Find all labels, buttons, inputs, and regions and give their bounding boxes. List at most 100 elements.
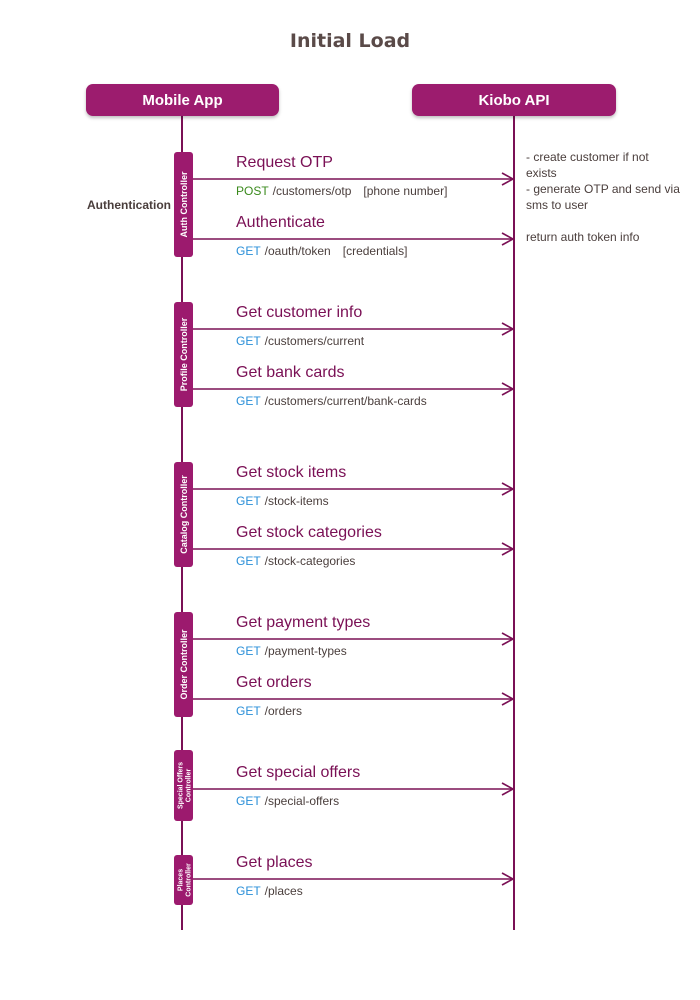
arrowhead-icon xyxy=(501,232,515,246)
client-actor-label: Mobile App xyxy=(142,92,222,109)
endpoint-path: /oauth/token xyxy=(265,244,331,258)
message-endpoint: GET/orders xyxy=(236,704,302,718)
notes-group: - create customer if not exists - generate… xyxy=(526,150,680,244)
controller-bar xyxy=(174,302,193,407)
controller-0: Auth Controller xyxy=(174,152,193,257)
message-0: Request OTP POST/customers/otp [phone numb… xyxy=(193,154,515,198)
message-label: Get orders xyxy=(236,674,312,691)
endpoint-path: /customers/current/bank-cards xyxy=(265,394,427,408)
controller-label-line: Special Offers xyxy=(177,762,184,809)
http-method: GET xyxy=(236,334,261,348)
http-method: GET xyxy=(236,644,261,658)
message-endpoint: GET/stock-categories xyxy=(236,554,355,568)
arrowhead-icon xyxy=(501,172,515,186)
endpoint-path: /special-offers xyxy=(265,794,339,808)
server-actor-label: Kiobo API xyxy=(478,92,549,109)
arrowhead-icon xyxy=(501,482,515,496)
http-method: GET xyxy=(236,884,261,898)
endpoint-path: /stock-items xyxy=(265,494,329,508)
message-label: Authenticate xyxy=(236,214,325,231)
message-label: Get stock items xyxy=(236,464,346,481)
arrowhead-icon xyxy=(501,632,515,646)
endpoint-path: /customers/current xyxy=(265,334,365,348)
message-endpoint: GET/customers/current xyxy=(236,334,365,348)
arrowhead-icon xyxy=(501,382,515,396)
controller-label-line: Auth Controller xyxy=(179,171,189,237)
message-3: Get bank cardsGET/customers/current/bank… xyxy=(193,364,515,408)
controller-bar xyxy=(174,855,193,905)
http-method: POST xyxy=(236,184,269,198)
http-method: GET xyxy=(236,554,261,568)
controller-2: Catalog Controller xyxy=(174,462,193,567)
server-note: - create customer if not exists - generate… xyxy=(526,150,680,212)
controller-label-line: Controller xyxy=(185,863,192,897)
page-title: Initial Load xyxy=(290,30,410,52)
message-endpoint: GET/stock-items xyxy=(236,494,329,508)
message-label: Get customer info xyxy=(236,304,362,321)
message-label: Get stock categories xyxy=(236,524,382,541)
message-endpoint: GET/customers/current/bank-cards xyxy=(236,394,427,408)
endpoint-params: [phone number] xyxy=(363,184,447,198)
controller-label: PlacesController xyxy=(177,863,192,897)
endpoint-path: /orders xyxy=(265,704,302,718)
message-endpoint: GET/places xyxy=(236,884,303,898)
controller-bar xyxy=(174,152,193,257)
controller-label-line: Controller xyxy=(185,769,192,803)
client-actor: Mobile App xyxy=(86,84,279,116)
http-method: GET xyxy=(236,244,261,258)
endpoint-path: /places xyxy=(265,884,303,898)
server-actor: Kiobo API xyxy=(412,84,616,116)
server-note: return auth token info xyxy=(526,230,640,244)
controller-bar xyxy=(174,462,193,567)
controller-label: Auth Controller xyxy=(179,171,189,237)
messages-group: Request OTP POST/customers/otp [phone numb… xyxy=(193,154,515,898)
server-note-line: exists xyxy=(526,166,557,180)
message-label: Get special offers xyxy=(236,764,360,781)
controller-label: Order Controller xyxy=(179,629,189,700)
controller-1: Profile Controller xyxy=(174,302,193,407)
server-note-line: sms to user xyxy=(526,198,588,212)
controller-label: Special OffersController xyxy=(177,762,192,809)
controller-4: Special OffersController xyxy=(174,750,193,821)
server-note-line: return auth token info xyxy=(526,230,640,244)
server-note-line: - generate OTP and send via xyxy=(526,182,680,196)
controller-label-line: Order Controller xyxy=(179,629,189,700)
endpoint-path: /stock-categories xyxy=(265,554,356,568)
message-endpoint: POST/customers/otp [phone number] xyxy=(236,184,447,198)
controller-bar xyxy=(174,750,193,821)
controller-label-line: Catalog Controller xyxy=(179,475,189,554)
message-endpoint: GET/payment-types xyxy=(236,644,347,658)
http-method: GET xyxy=(236,394,261,408)
endpoint-params: [credentials] xyxy=(343,244,408,258)
message-label: Request OTP xyxy=(236,154,333,171)
controller-label: Catalog Controller xyxy=(179,475,189,554)
arrowhead-icon xyxy=(501,542,515,556)
controller-label-line: Places xyxy=(177,869,184,891)
message-label: Get places xyxy=(236,854,312,871)
message-endpoint: GET/special-offers xyxy=(236,794,339,808)
message-label: Get bank cards xyxy=(236,364,345,381)
arrowhead-icon xyxy=(501,692,515,706)
arrowhead-icon xyxy=(501,872,515,886)
endpoint-path: /customers/otp xyxy=(273,184,352,198)
controller-3: Order Controller xyxy=(174,612,193,717)
controller-label: Profile Controller xyxy=(179,317,189,391)
endpoint-path: /payment-types xyxy=(265,644,347,658)
http-method: GET xyxy=(236,704,261,718)
controller-label-line: Profile Controller xyxy=(179,317,189,391)
arrowhead-icon xyxy=(501,322,515,336)
message-label: Get payment types xyxy=(236,614,370,631)
http-method: GET xyxy=(236,794,261,808)
server-note-line: - create customer if not xyxy=(526,150,649,164)
